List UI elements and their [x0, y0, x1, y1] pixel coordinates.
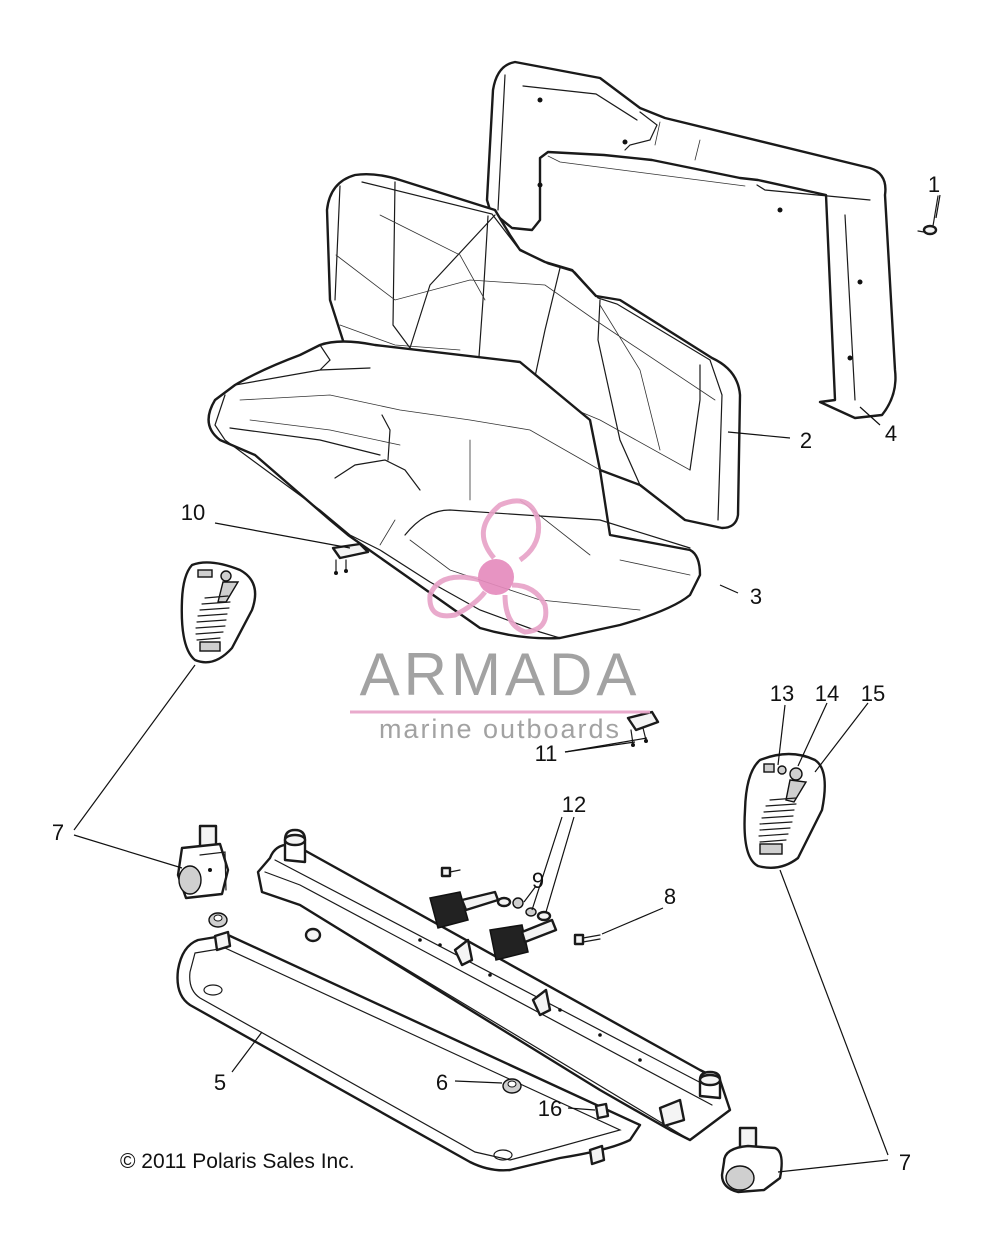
- bolt-8: [573, 933, 601, 946]
- callout-7-left: 7: [52, 820, 64, 845]
- callout-9: 9: [532, 868, 544, 893]
- callout-8: 8: [664, 884, 676, 909]
- retractor-right: [720, 1126, 783, 1194]
- seat-back-panel: [485, 60, 897, 420]
- buckle-lower: [489, 918, 558, 961]
- callout-2: 2: [800, 428, 812, 453]
- leader-lines: [73, 194, 941, 1173]
- washers-nuts: [496, 896, 552, 922]
- bracket-10: [331, 542, 370, 575]
- copyright-text: © 2011 Polaris Sales Inc.: [120, 1150, 355, 1173]
- nut-6: [502, 1078, 522, 1094]
- seatbelt-retractor-left-upper: [180, 561, 257, 664]
- nut-left: [208, 912, 228, 928]
- callout-12: 12: [562, 792, 586, 817]
- bracket-11: [626, 710, 660, 747]
- callout-15: 15: [861, 681, 885, 706]
- callout-13: 13: [770, 681, 794, 706]
- buckle-upper: [429, 890, 500, 929]
- seat-cushion: [207, 340, 702, 640]
- callout-7-right: 7: [899, 1150, 911, 1175]
- bolt-upper: [440, 866, 461, 878]
- screw-1: [917, 195, 939, 236]
- callout-10: 10: [181, 500, 205, 525]
- seat-frame: [256, 828, 732, 1142]
- callout-3: 3: [750, 584, 762, 609]
- watermark-logo: ARMADA marine outboards: [350, 498, 650, 744]
- callout-1: 1: [928, 172, 940, 197]
- callout-11: 11: [535, 741, 558, 766]
- callout-16: 16: [538, 1096, 562, 1121]
- callout-4: 4: [885, 421, 897, 446]
- watermark-name: ARMADA: [360, 641, 641, 708]
- watermark-tagline: marine outboards: [379, 714, 621, 744]
- callout-5: 5: [214, 1070, 226, 1095]
- spacer-16: [594, 1102, 610, 1120]
- propeller-emblem-icon: [427, 498, 549, 635]
- seat-tray: [176, 927, 642, 1172]
- seat-backrest: [325, 172, 742, 530]
- seatbelt-retractor-right-upper: [743, 752, 826, 869]
- callout-6: 6: [436, 1070, 448, 1095]
- callout-14: 14: [815, 681, 839, 706]
- retractor-left: [176, 824, 230, 900]
- callouts: 1 2 3 4 5 6 7 7 8 9 10 11 12 13 14 15 16: [52, 172, 940, 1175]
